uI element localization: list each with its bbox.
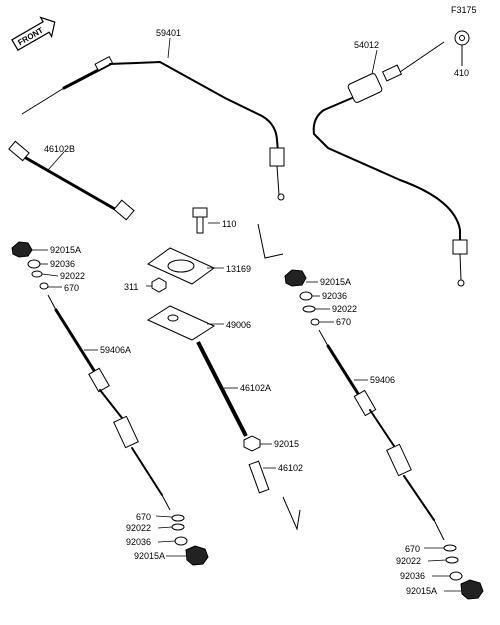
label-311: 311 bbox=[124, 282, 138, 292]
label-110: 110 bbox=[222, 219, 236, 229]
label-left-92015A-bot: 92015A bbox=[134, 551, 165, 561]
figure-code: F3175 bbox=[451, 5, 477, 15]
label-right-92036-bot: 92036 bbox=[400, 571, 425, 581]
cable-54012 bbox=[312, 41, 468, 287]
label-54012: 54012 bbox=[354, 40, 379, 50]
label-left-92036-top: 92036 bbox=[50, 259, 75, 269]
label-59406: 59406 bbox=[370, 375, 395, 385]
label-46102B: 46102B bbox=[44, 144, 75, 154]
rod-46102B bbox=[8, 140, 135, 221]
front-direction-badge: FRONT bbox=[11, 16, 56, 52]
label-right-670-bot: 670 bbox=[405, 544, 420, 554]
center-assembly bbox=[146, 207, 301, 531]
label-46102A: 46102A bbox=[240, 383, 271, 393]
label-59401: 59401 bbox=[156, 28, 181, 38]
label-left-92036-bot: 92036 bbox=[126, 537, 151, 547]
label-left-92022-top: 92022 bbox=[60, 271, 85, 281]
label-left-670-top: 670 bbox=[64, 283, 79, 293]
leader-lines bbox=[32, 37, 461, 592]
label-left-92015A-top: 92015A bbox=[50, 245, 81, 255]
cable-59406 bbox=[284, 269, 484, 600]
label-right-92015A-top: 92015A bbox=[320, 277, 351, 287]
label-left-92022-bot: 92022 bbox=[126, 523, 151, 533]
label-right-92022-top: 92022 bbox=[332, 304, 357, 314]
label-right-92022-bot: 92022 bbox=[396, 556, 421, 566]
cable-59401 bbox=[21, 56, 285, 201]
label-49006: 49006 bbox=[226, 320, 251, 330]
washer-410 bbox=[454, 30, 470, 46]
label-46102: 46102 bbox=[278, 463, 303, 473]
label-13169: 13169 bbox=[226, 264, 251, 274]
cable-59406A bbox=[11, 241, 209, 566]
label-right-670-top: 670 bbox=[336, 317, 351, 327]
label-right-92036-top: 92036 bbox=[322, 291, 347, 301]
label-left-670-bot: 670 bbox=[136, 512, 151, 522]
label-410: 410 bbox=[454, 68, 469, 78]
part-labels: 59401 54012 410 46102B 110 13169 311 490… bbox=[44, 28, 469, 596]
label-92015-mid: 92015 bbox=[274, 439, 299, 449]
label-59406A: 59406A bbox=[100, 345, 131, 355]
label-right-92015A-bot: 92015A bbox=[406, 586, 437, 596]
